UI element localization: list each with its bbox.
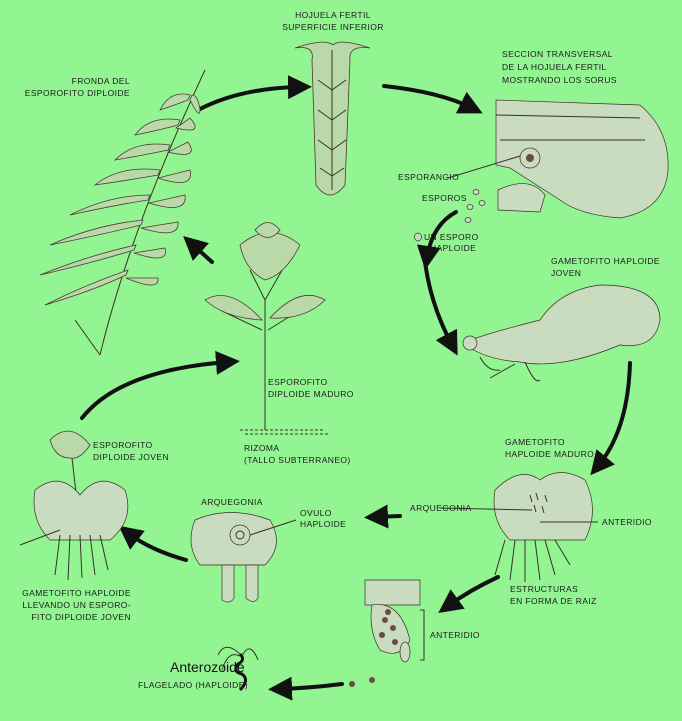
arrow-to-antheridium [438,575,500,614]
young-gametophyte-illustration [462,284,661,382]
arrow-spores-down [416,210,458,270]
label-young-gametophyte-1: GAMETOFITO HAPLOIDE [551,256,660,266]
label-young-sporophyte-2: DIPLOIDE JOVEN [93,452,169,462]
cross-section-illustration [447,99,669,223]
label-mature-gametophyte-1: GAMETOFITO [505,437,565,447]
cycle-arrows [80,75,632,701]
label-gametophyte-sporophyte-1: GAMETOFITO HAPLOIDE [22,588,131,598]
arrow-frond-to-leaflet [196,75,312,112]
arrow-young-to-mature [590,361,632,476]
antherozoid-illustration [217,646,259,692]
label-gametophyte-sporophyte-3: FITO DIPLOIDE JOVEN [31,612,131,622]
label-young-gametophyte-2: JOVEN [551,268,581,278]
label-gametophyte-sporophyte-2: LLEVANDO UN ESPORO- [22,600,131,610]
label-mature-gametophyte-2: HAPLOIDE MADURO [505,449,594,459]
label-frond-1: FRONDA DEL [72,76,130,86]
arrow-young-to-mature-sporophyte [80,350,240,420]
label-fertile-leaflet-1: HOJUELA FERTIL [295,10,371,20]
label-spores: ESPOROS [422,193,467,203]
label-root-structures-2: EN FORMA DE RAIZ [510,596,597,606]
arrow-mature-to-frond [183,235,214,264]
label-rhizome-2: (TALLO SUBTERRANEO) [244,455,351,465]
label-haploid-spore-2: HAPLOIDE [430,243,476,253]
arrow-spore-to-gametophyte [422,250,458,356]
arrow-antherozoid [268,676,344,701]
label-sporangium: ESPORANGIO [398,172,459,182]
haploid-spore [414,232,422,242]
label-antherozoid: Anterozoide [170,659,245,675]
gametophyte-with-young-sporophyte-illustration [19,430,129,581]
label-cross-section-1: SECCION TRANSVERSAL [502,49,613,59]
labels: HOJUELA FERTIL SUPERFICIE INFERIOR SECCI… [22,10,660,690]
label-ovule-2: HAPLOIDE [300,519,346,529]
frond-illustration [39,69,206,356]
mature-sporophyte-illustration [204,222,330,435]
label-fertile-leaflet-2: SUPERFICIE INFERIOR [282,22,384,32]
label-root-structures-1: ESTRUCTURAS [510,584,578,594]
label-antheridium-detail: ANTERIDIO [430,630,480,640]
arrow-leaflet-to-section [382,84,483,114]
label-cross-section-2: DE LA HOJUELA FERTIL [502,62,607,72]
label-antherozoid-flagellated: FLAGELADO (HAPLOIDE) [138,680,248,690]
label-frond-2: ESPOROFITO DIPLOIDE [25,88,130,98]
label-haploid-spore-1: UN ESPORO [424,232,479,242]
label-archegonium-detail: ARQUEGONIA [201,497,263,507]
arrow-to-archegonia [364,504,402,529]
label-mature-sporophyte-1: ESPOROFITO [268,377,328,387]
antheridium-detail-illustration [349,579,425,687]
arrow-archegonia-to-gametophyte [118,525,188,562]
archegonium-detail-illustration [190,512,297,603]
label-ovule-1: OVULO [300,508,332,518]
label-young-sporophyte-1: ESPOROFITO [93,440,153,450]
label-cross-section-3: MOSTRANDO LOS SORUS [502,75,617,85]
label-rhizome-1: RIZOMA [244,443,279,453]
label-archegonia: ARQUEGONIA [410,503,472,513]
mature-gametophyte-illustration [439,472,598,582]
label-antheridium-gametophyte: ANTERIDIO [602,517,652,527]
label-mature-sporophyte-2: DIPLOIDE MADURO [268,389,354,399]
fertile-leaflet-illustration [294,41,371,196]
